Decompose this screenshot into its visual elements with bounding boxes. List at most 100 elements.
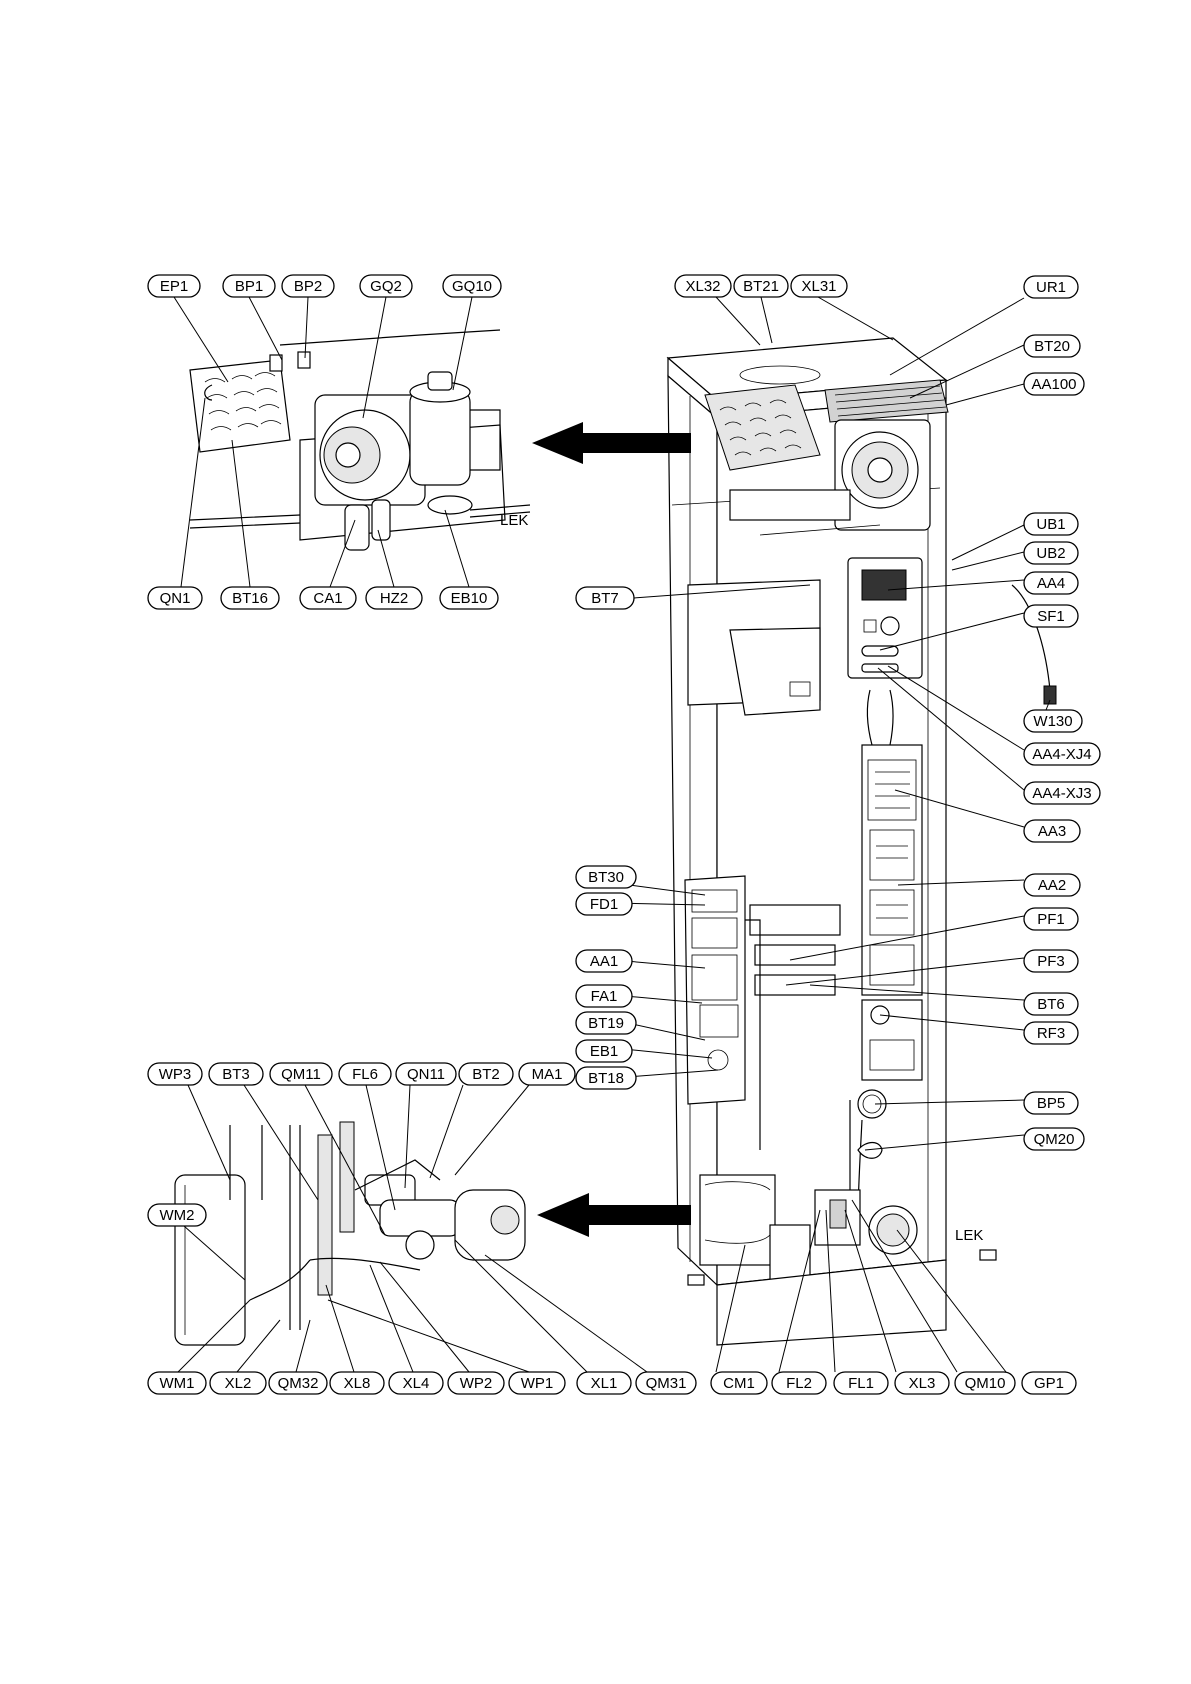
svg-text:QM11: QM11 — [281, 1066, 321, 1083]
label-bt20: BT20 — [1024, 335, 1080, 357]
svg-text:AA4-XJ3: AA4-XJ3 — [1032, 785, 1091, 802]
label-w130: W130 — [1024, 710, 1082, 732]
svg-text:XL32: XL32 — [685, 278, 720, 295]
svg-text:CM1: CM1 — [723, 1375, 755, 1392]
svg-text:BT6: BT6 — [1037, 996, 1065, 1013]
label-aa100: AA100 — [1024, 373, 1084, 395]
label-aa2: AA2 — [1024, 874, 1080, 896]
label-xl1: XL1 — [577, 1372, 631, 1394]
label-wm2: WM2 — [148, 1204, 206, 1226]
label-sf1: SF1 — [1024, 605, 1078, 627]
svg-text:WP3: WP3 — [159, 1066, 192, 1083]
label-bt6: BT6 — [1024, 993, 1078, 1015]
svg-text:AA2: AA2 — [1038, 877, 1066, 894]
label-ca1: CA1 — [300, 587, 356, 609]
svg-text:QN1: QN1 — [160, 590, 191, 607]
svg-text:BT16: BT16 — [232, 590, 268, 607]
svg-text:MA1: MA1 — [532, 1066, 563, 1083]
svg-text:BP2: BP2 — [294, 278, 322, 295]
label-eb1: EB1 — [576, 1040, 632, 1062]
svg-text:PF1: PF1 — [1037, 911, 1065, 928]
svg-text:BT21: BT21 — [743, 278, 779, 295]
svg-text:HZ2: HZ2 — [380, 590, 408, 607]
svg-text:RF3: RF3 — [1037, 1025, 1065, 1042]
label-qm11: QM11 — [270, 1063, 332, 1085]
label-qm32: QM32 — [269, 1372, 327, 1394]
svg-text:WM1: WM1 — [160, 1375, 195, 1392]
svg-text:QM10: QM10 — [965, 1375, 1006, 1392]
svg-text:QM20: QM20 — [1034, 1131, 1075, 1148]
svg-text:FD1: FD1 — [590, 896, 618, 913]
label-fa1: FA1 — [576, 985, 632, 1007]
svg-text:AA1: AA1 — [590, 953, 618, 970]
svg-text:WP1: WP1 — [521, 1375, 554, 1392]
label-fl6: FL6 — [339, 1063, 391, 1085]
label-wp2: WP2 — [448, 1372, 504, 1394]
maker-mark-detail: LEK — [500, 512, 528, 529]
label-bp5: BP5 — [1024, 1092, 1078, 1114]
detail-arrow-lower — [537, 1193, 691, 1237]
svg-text:QM31: QM31 — [646, 1375, 687, 1392]
svg-text:XL4: XL4 — [403, 1375, 430, 1392]
label-qm31: QM31 — [636, 1372, 696, 1394]
svg-text:GP1: GP1 — [1034, 1375, 1064, 1392]
svg-text:EB10: EB10 — [451, 590, 488, 607]
maker-mark: LEK — [955, 1227, 983, 1244]
svg-text:AA100: AA100 — [1031, 376, 1076, 393]
svg-text:BT3: BT3 — [222, 1066, 250, 1083]
svg-text:UR1: UR1 — [1036, 279, 1066, 296]
label-fl1: FL1 — [834, 1372, 888, 1394]
label-bt7: BT7 — [576, 587, 634, 609]
label-fd1: FD1 — [576, 893, 632, 915]
svg-text:EB1: EB1 — [590, 1043, 618, 1060]
internal-tank-drawing — [688, 580, 820, 715]
label-pf1: PF1 — [1024, 908, 1078, 930]
svg-text:XL31: XL31 — [801, 278, 836, 295]
svg-text:AA4-XJ4: AA4-XJ4 — [1032, 746, 1091, 763]
label-bt16: BT16 — [221, 587, 279, 609]
label-bt2: BT2 — [459, 1063, 513, 1085]
label-bt19: BT19 — [576, 1012, 636, 1034]
svg-text:FA1: FA1 — [591, 988, 618, 1005]
label-ma1: MA1 — [519, 1063, 575, 1085]
svg-text:SF1: SF1 — [1037, 608, 1065, 625]
svg-text:AA3: AA3 — [1038, 823, 1066, 840]
label-hz2: HZ2 — [366, 587, 422, 609]
svg-text:BT18: BT18 — [588, 1070, 624, 1087]
label-bt3: BT3 — [209, 1063, 263, 1085]
detail-arrow-upper — [532, 422, 691, 464]
svg-text:CA1: CA1 — [313, 590, 342, 607]
svg-text:UB1: UB1 — [1036, 516, 1065, 533]
label-eb10: EB10 — [440, 587, 498, 609]
svg-text:WM2: WM2 — [160, 1207, 195, 1224]
label-aa3: AA3 — [1024, 820, 1080, 842]
svg-text:UB2: UB2 — [1036, 545, 1065, 562]
svg-text:BT2: BT2 — [472, 1066, 500, 1083]
label-xl31: XL31 — [791, 275, 847, 297]
svg-text:PF3: PF3 — [1037, 953, 1065, 970]
label-xl32: XL32 — [675, 275, 731, 297]
label-bt21: BT21 — [734, 275, 788, 297]
label-aa1: AA1 — [576, 950, 632, 972]
label-xl2: XL2 — [210, 1372, 266, 1394]
label-bt18: BT18 — [576, 1067, 636, 1089]
svg-text:QN11: QN11 — [407, 1066, 445, 1083]
svg-text:BT20: BT20 — [1034, 338, 1070, 355]
svg-text:BP5: BP5 — [1037, 1095, 1065, 1112]
svg-text:AA4: AA4 — [1037, 575, 1065, 592]
label-xl4: XL4 — [389, 1372, 443, 1394]
label-bp2: BP2 — [282, 275, 334, 297]
label-aa4-xj4: AA4-XJ4 — [1024, 743, 1100, 765]
label-ep1: EP1 — [148, 275, 200, 297]
label-fl2: FL2 — [772, 1372, 826, 1394]
svg-text:BT30: BT30 — [588, 869, 624, 886]
label-aa4-xj3: AA4-XJ3 — [1024, 782, 1100, 804]
label-cm1: CM1 — [711, 1372, 767, 1394]
label-gq2: GQ2 — [360, 275, 412, 297]
label-gq10: GQ10 — [443, 275, 501, 297]
label-ub2: UB2 — [1024, 542, 1078, 564]
label-bp1: BP1 — [223, 275, 275, 297]
label-gp1: GP1 — [1022, 1372, 1076, 1394]
label-rf3: RF3 — [1024, 1022, 1078, 1044]
label-ub1: UB1 — [1024, 513, 1078, 535]
